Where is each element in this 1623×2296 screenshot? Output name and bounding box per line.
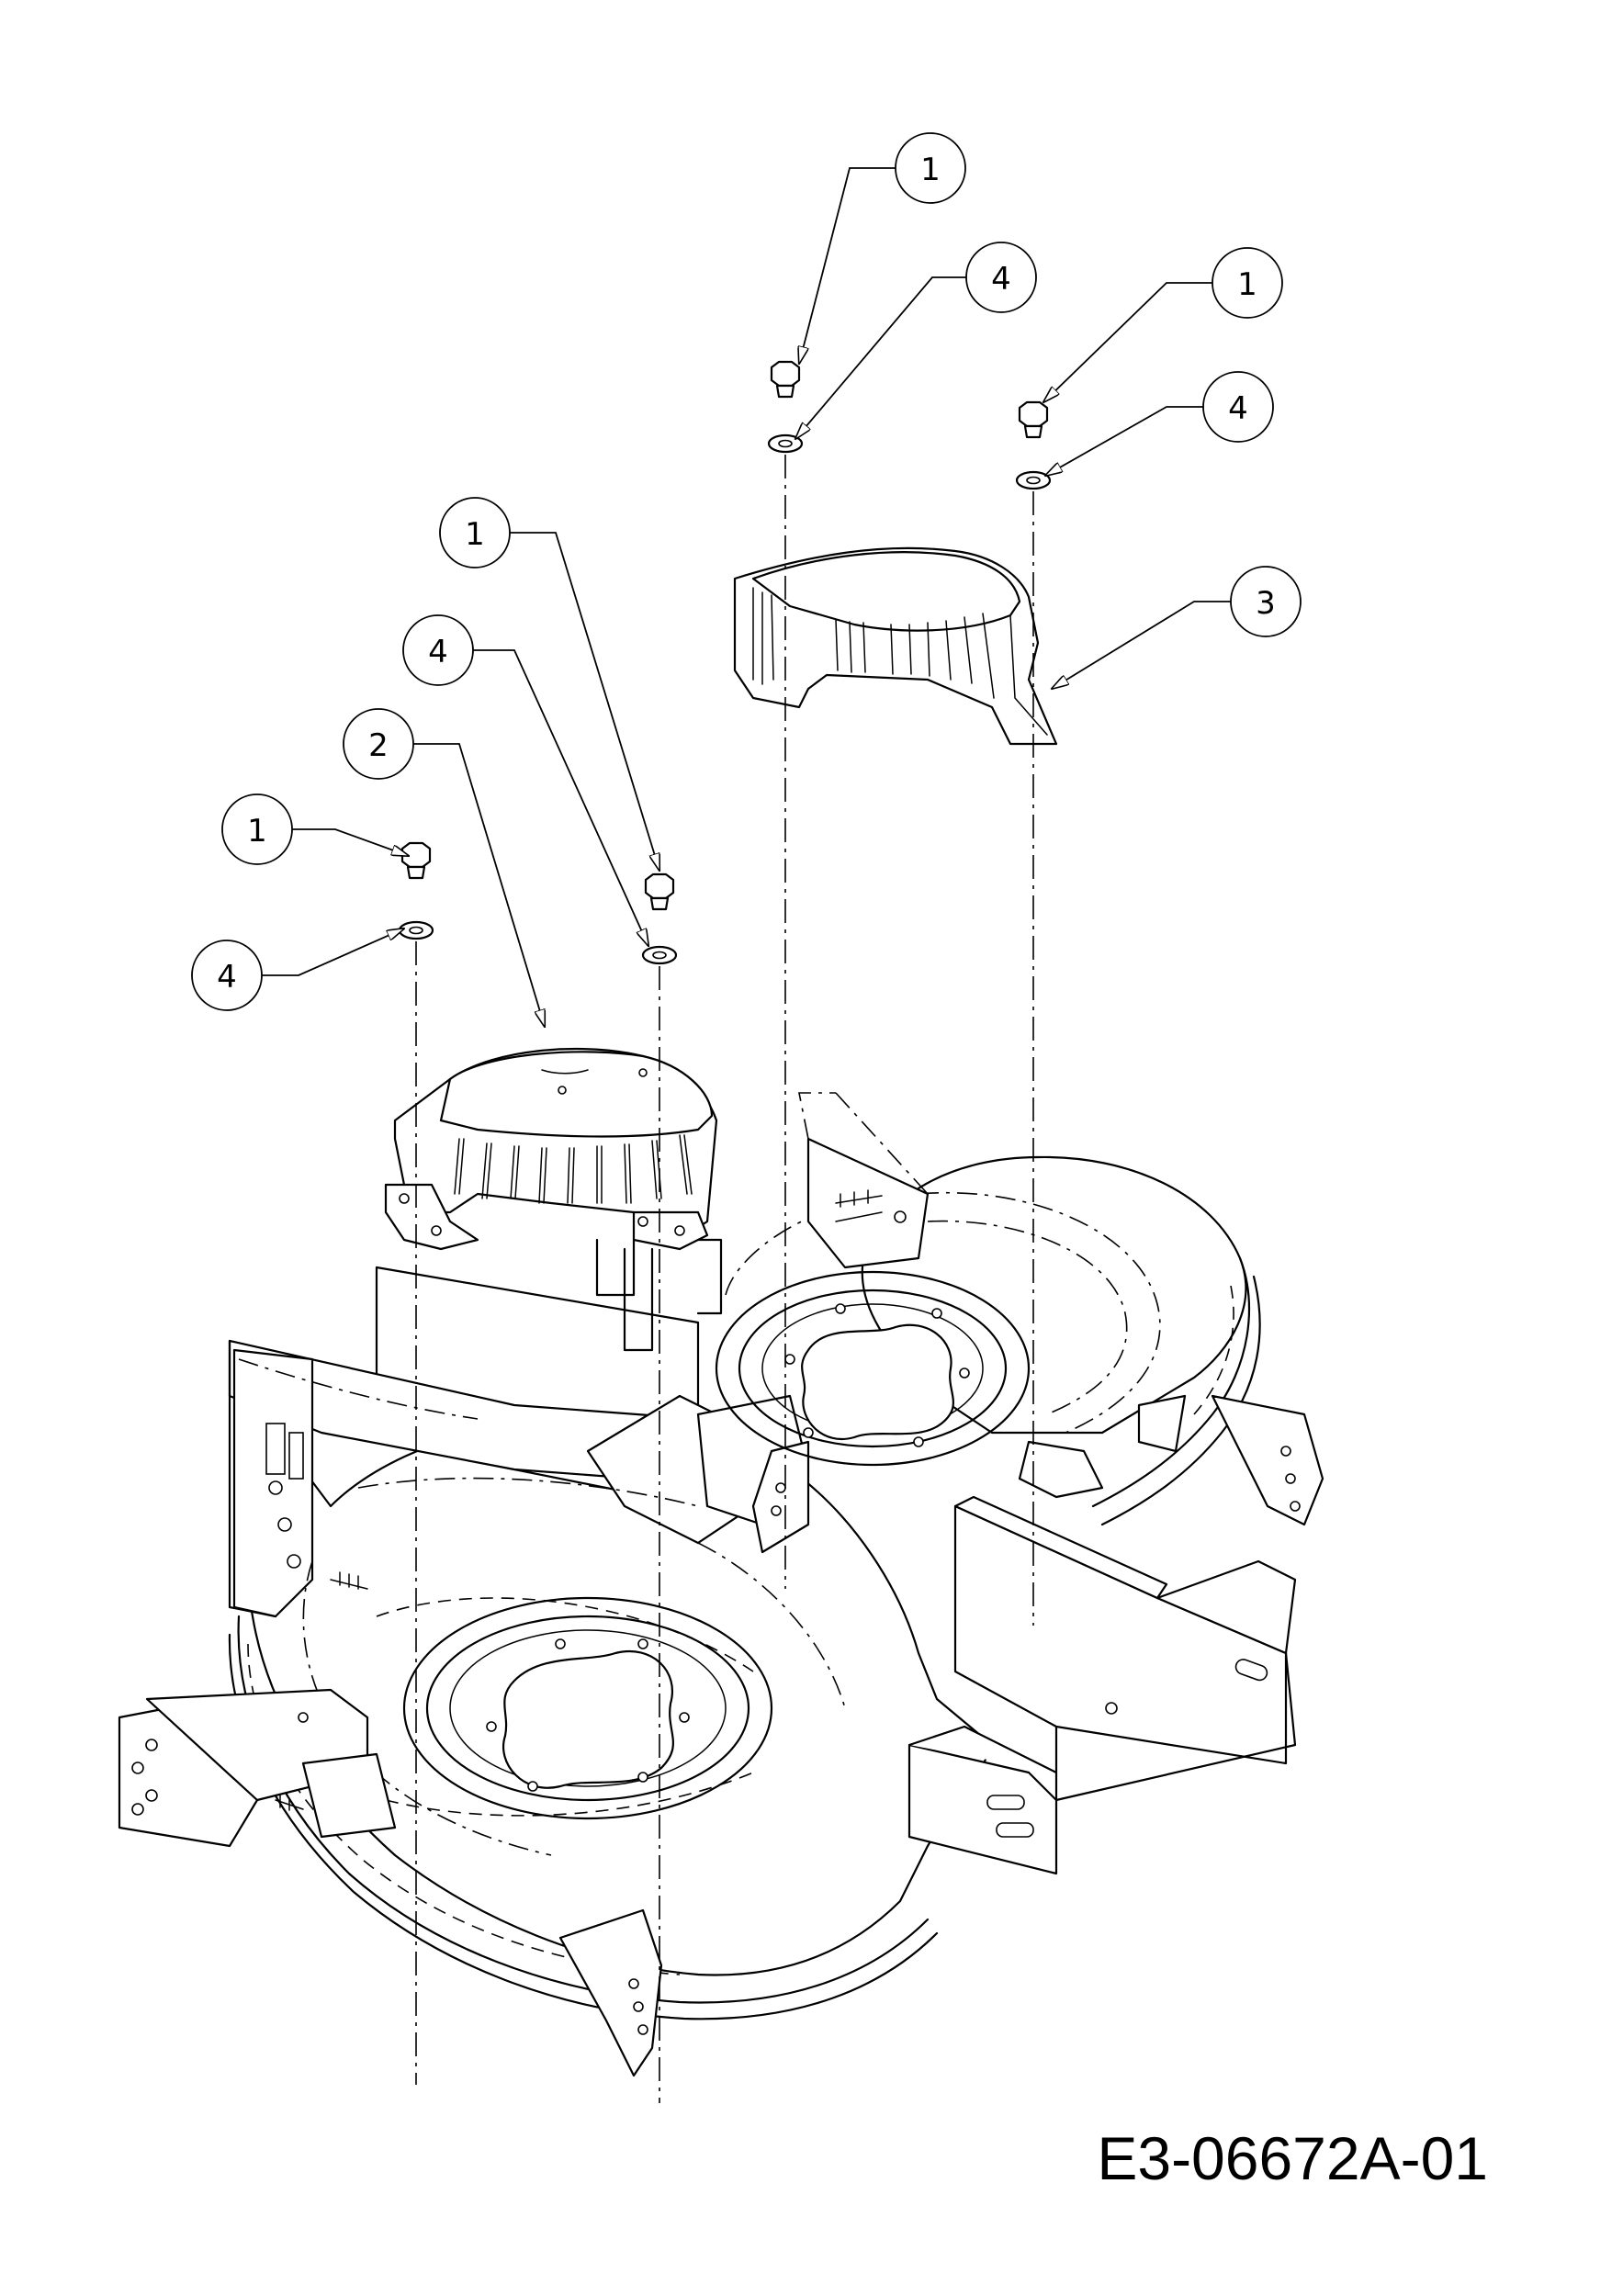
callout-c4: 4 <box>1202 371 1274 443</box>
callout-c7: 4 <box>402 614 474 686</box>
callout-label: 3 <box>1256 585 1276 622</box>
washer-4-left-front <box>398 920 434 940</box>
callout-c6: 1 <box>439 497 511 568</box>
assembly-center-lines <box>415 455 1034 2103</box>
washer-4-right-front <box>1015 470 1052 490</box>
callout-label: 4 <box>991 261 1011 298</box>
bolt-1-left-front <box>400 841 432 880</box>
part-3-spindle-cover <box>733 546 1058 746</box>
callout-label: 1 <box>247 813 267 850</box>
diagram-code: E3-06672A-01 <box>1097 2124 1488 2192</box>
fasteners <box>398 360 1052 965</box>
bolt-1-right-front <box>1018 400 1049 439</box>
callout-c5: 3 <box>1230 566 1302 637</box>
bolt-1-left-rear <box>644 872 675 911</box>
callout-label: 4 <box>1228 390 1248 427</box>
callout-label: 2 <box>368 727 389 764</box>
callout-label: 1 <box>920 152 941 188</box>
callout-c8: 2 <box>343 708 414 780</box>
callout-c3: 1 <box>1212 247 1283 319</box>
callout-c9: 1 <box>221 793 293 865</box>
leader-lines <box>262 167 1231 1027</box>
callout-c2: 4 <box>965 242 1037 313</box>
callout-c10: 4 <box>191 940 263 1011</box>
part-2-spindle-cover <box>384 1047 723 1352</box>
callout-label: 1 <box>1237 266 1257 303</box>
callout-c1: 1 <box>895 132 966 204</box>
callout-label: 4 <box>217 959 237 996</box>
callout-label: 4 <box>428 634 448 670</box>
mower-deck <box>118 1092 1324 2077</box>
bolt-1-right-rear <box>770 360 801 399</box>
callout-label: 1 <box>465 516 485 553</box>
washer-4-left-rear <box>641 945 678 965</box>
